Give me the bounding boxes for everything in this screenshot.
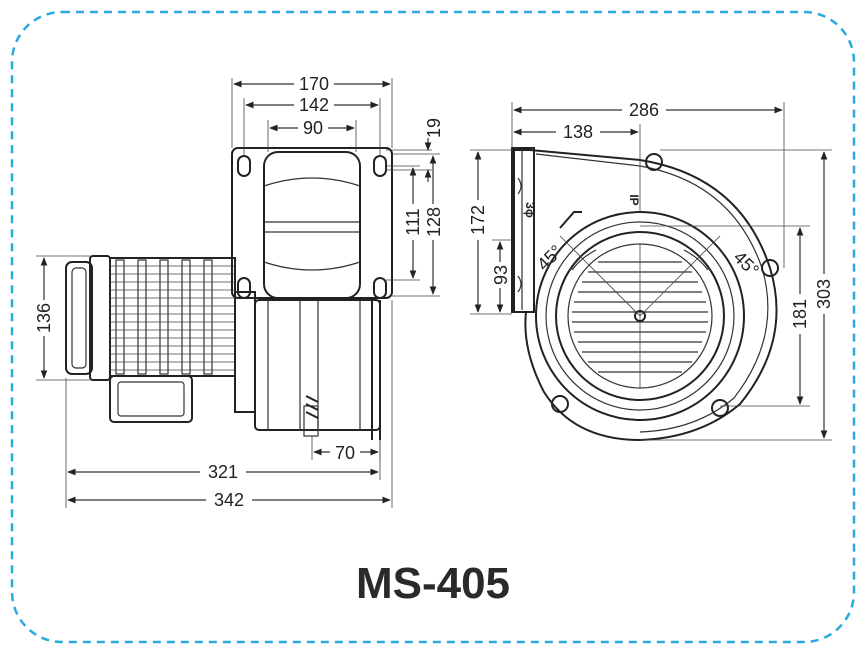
terminal-box (109, 375, 193, 423)
dim-hole-span: 142 (299, 95, 329, 115)
housing-lug (761, 259, 779, 277)
bolt-hole-bottom-right (373, 277, 387, 299)
dim-outlet-offset: 70 (335, 443, 355, 463)
dim-hole-pitch-v: 111 (403, 208, 423, 235)
bolt-hole-top-right (373, 155, 387, 177)
dim-inlet-dia: 181 (790, 299, 810, 329)
dashed-frame (10, 10, 856, 644)
model-label: MS-405 (356, 559, 510, 608)
dim-overall-length: 342 (214, 490, 244, 510)
dim-overall-height: 303 (814, 279, 834, 309)
dim-flange-width: 170 (299, 74, 329, 94)
dim-center-height: 93 (491, 265, 511, 285)
dim-hole-dia: 19 (424, 118, 444, 138)
scroll-housing (513, 149, 778, 442)
dim-flange-height: 128 (424, 207, 444, 237)
dim-overall-width: 286 (629, 100, 659, 120)
blower-housing-side (234, 291, 381, 440)
housing-mark-right: IP (627, 194, 641, 205)
front-view: 45° 45° 3ϕ IP 286 138 172 93 181 (468, 99, 834, 442)
motor-body (109, 257, 236, 377)
dim-motor-dia: 136 (34, 303, 54, 333)
dim-motor-length: 321 (208, 462, 238, 482)
dim-outlet-width: 90 (303, 118, 323, 138)
bolt-hole-bottom-left (237, 277, 251, 299)
angle-left: 45° (533, 241, 566, 274)
side-view: 170 142 90 19 111 128 (34, 73, 444, 510)
housing-lug (711, 399, 729, 417)
housing-lug (551, 395, 569, 413)
housing-mark-left: 3ϕ (523, 202, 537, 218)
dim-outlet-to-center: 138 (563, 122, 593, 142)
motor-end-cap (65, 255, 111, 381)
outlet-flange (231, 147, 393, 299)
dim-outlet-height: 172 (468, 205, 488, 235)
bolt-hole-top-left (237, 155, 251, 177)
angle-right: 45° (730, 247, 763, 280)
rotation-arrow-icon (559, 211, 582, 229)
outlet-edge (511, 147, 535, 313)
housing-lug (645, 153, 663, 171)
